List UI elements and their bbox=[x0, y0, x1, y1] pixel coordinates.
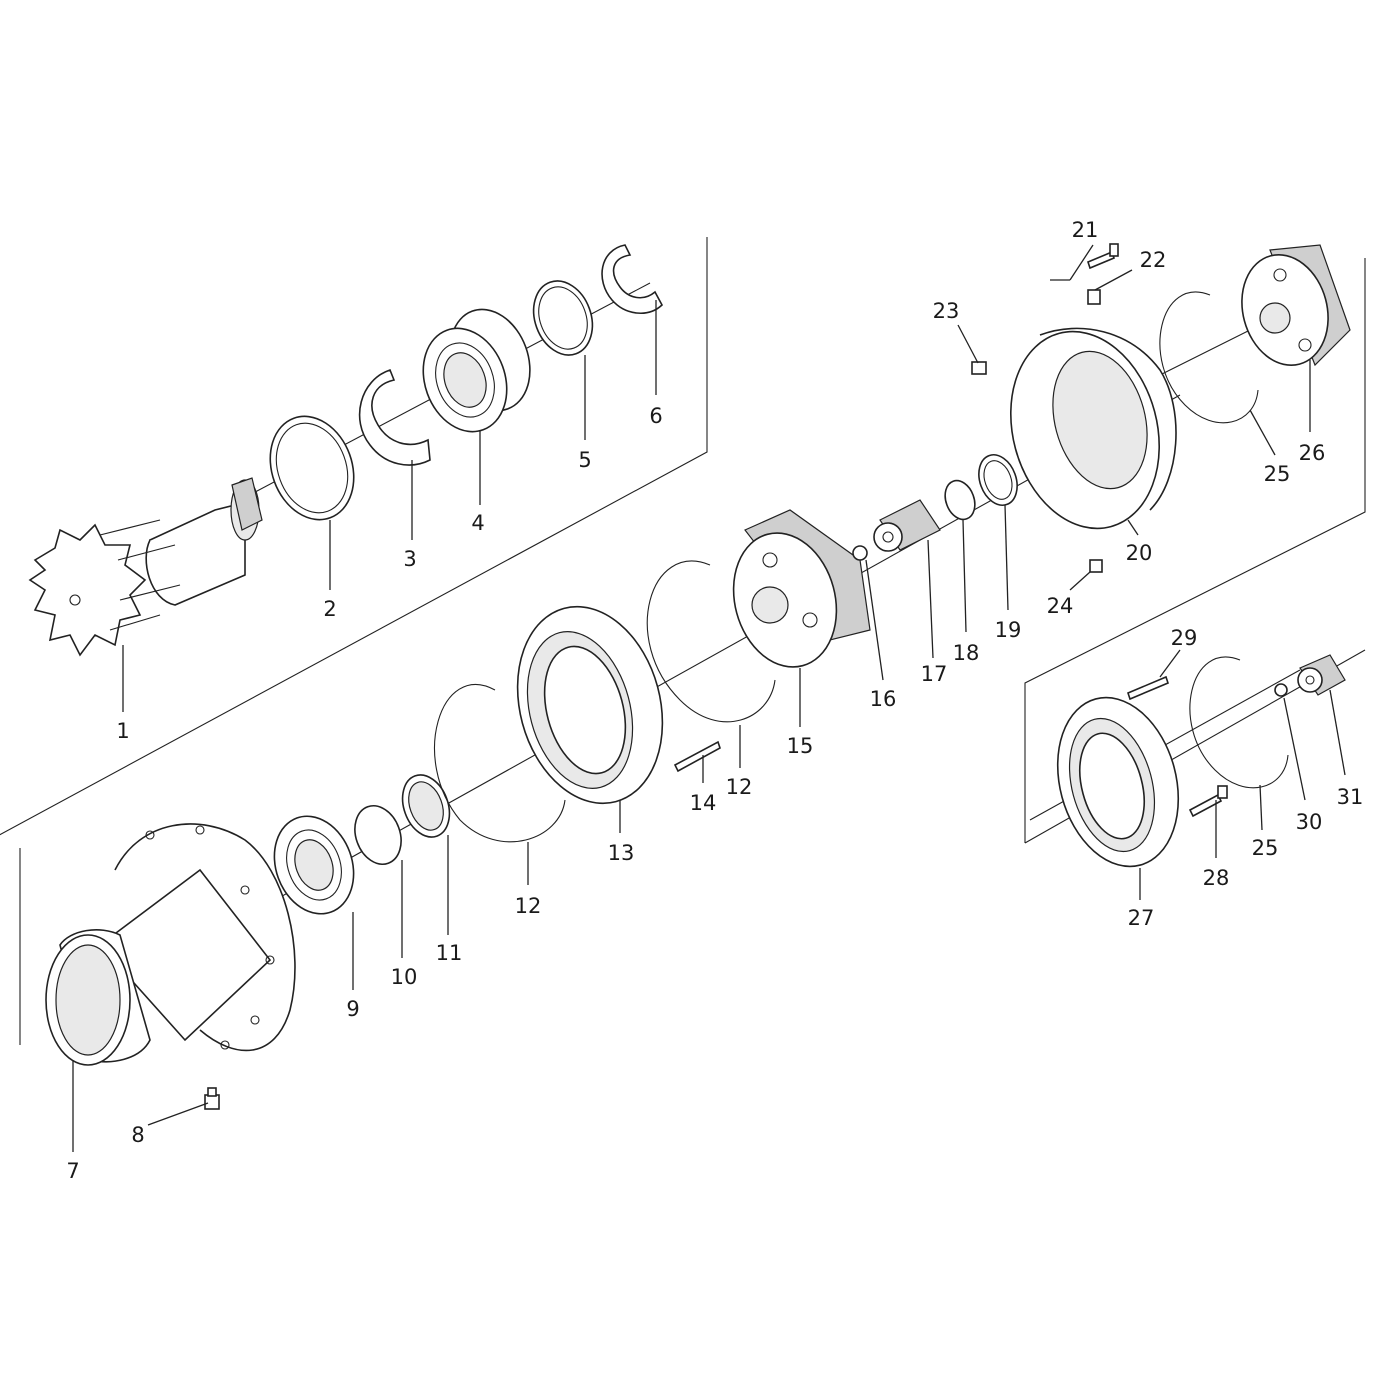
bolt-part bbox=[1087, 243, 1119, 270]
callout-9: 9 bbox=[346, 997, 359, 1021]
lower-plug-part bbox=[1089, 559, 1103, 573]
callout-19: 19 bbox=[995, 618, 1022, 642]
callout-25-lower: 25 bbox=[1252, 836, 1279, 860]
callout-8: 8 bbox=[131, 1123, 144, 1147]
callout-3: 3 bbox=[403, 547, 416, 571]
callout-14: 14 bbox=[690, 791, 717, 815]
bearing-part bbox=[422, 308, 531, 433]
right-bolt-part bbox=[1188, 785, 1228, 818]
callout-20: 20 bbox=[1126, 541, 1153, 565]
ring-gear-part bbox=[516, 605, 664, 805]
callout-26: 26 bbox=[1299, 441, 1326, 465]
pinion-shaft-part bbox=[28, 477, 263, 657]
callout-28: 28 bbox=[1203, 866, 1230, 890]
wire-ring-lower-part bbox=[434, 683, 566, 843]
group-frame-upper bbox=[0, 237, 708, 1045]
callout-12-lower: 12 bbox=[515, 894, 542, 918]
plug-part bbox=[204, 1087, 220, 1110]
right-bushing-part bbox=[1274, 683, 1288, 697]
sun-gear-part bbox=[873, 499, 941, 552]
ring-part bbox=[532, 280, 594, 356]
wire-ring-right-upper-part bbox=[1159, 291, 1259, 424]
upper-carrier-part bbox=[1241, 244, 1351, 367]
callout-17: 17 bbox=[921, 662, 948, 686]
callout-21: 21 bbox=[1072, 218, 1099, 242]
half-ring-part bbox=[601, 244, 663, 314]
right-sun-gear-part bbox=[1297, 654, 1346, 696]
side-plug-part bbox=[971, 361, 987, 375]
callout-15: 15 bbox=[787, 734, 814, 758]
washer-part bbox=[978, 454, 1018, 506]
planet-carrier-part bbox=[732, 509, 871, 668]
callout-4: 4 bbox=[471, 511, 484, 535]
seal-part bbox=[401, 774, 451, 838]
callout-22: 22 bbox=[1140, 248, 1167, 272]
callout-24: 24 bbox=[1047, 594, 1074, 618]
leader-lines bbox=[72, 244, 1346, 1152]
callout-30: 30 bbox=[1296, 810, 1323, 834]
hub-housing-part bbox=[45, 823, 296, 1066]
callout-11: 11 bbox=[436, 941, 463, 965]
split-ring-part bbox=[358, 369, 431, 466]
callout-16: 16 bbox=[870, 687, 897, 711]
hub-bearing-part bbox=[273, 815, 355, 915]
callout-13: 13 bbox=[608, 841, 635, 865]
callout-31: 31 bbox=[1337, 785, 1364, 809]
bushing-part bbox=[852, 545, 868, 561]
callout-7: 7 bbox=[66, 1159, 79, 1183]
callout-10: 10 bbox=[391, 965, 418, 989]
callout-18: 18 bbox=[953, 641, 980, 665]
sun-snap-ring-part bbox=[944, 479, 976, 521]
callout-2: 2 bbox=[323, 597, 336, 621]
callout-29: 29 bbox=[1171, 626, 1198, 650]
callout-6: 6 bbox=[649, 404, 662, 428]
callout-12-upper: 12 bbox=[726, 775, 753, 799]
callout-23: 23 bbox=[933, 299, 960, 323]
right-ring-gear-part bbox=[1056, 696, 1180, 868]
wire-ring-right-lower-part bbox=[1189, 656, 1289, 789]
right-pin-part bbox=[1127, 675, 1169, 701]
callout-27: 27 bbox=[1128, 906, 1155, 930]
planetary-housing-part bbox=[1009, 327, 1177, 530]
pin-part bbox=[673, 740, 721, 773]
callout-labels: 1 2 3 4 5 6 7 8 9 10 11 12 12 13 14 15 1… bbox=[66, 218, 1363, 1183]
upper-plug-part bbox=[1087, 289, 1101, 305]
wire-ring-upper-part bbox=[646, 560, 776, 723]
callout-25-upper: 25 bbox=[1264, 462, 1291, 486]
snap-ring-part bbox=[269, 415, 355, 521]
hub-snap-ring-part bbox=[354, 805, 402, 865]
callout-1: 1 bbox=[116, 719, 129, 743]
callout-5: 5 bbox=[578, 448, 591, 472]
